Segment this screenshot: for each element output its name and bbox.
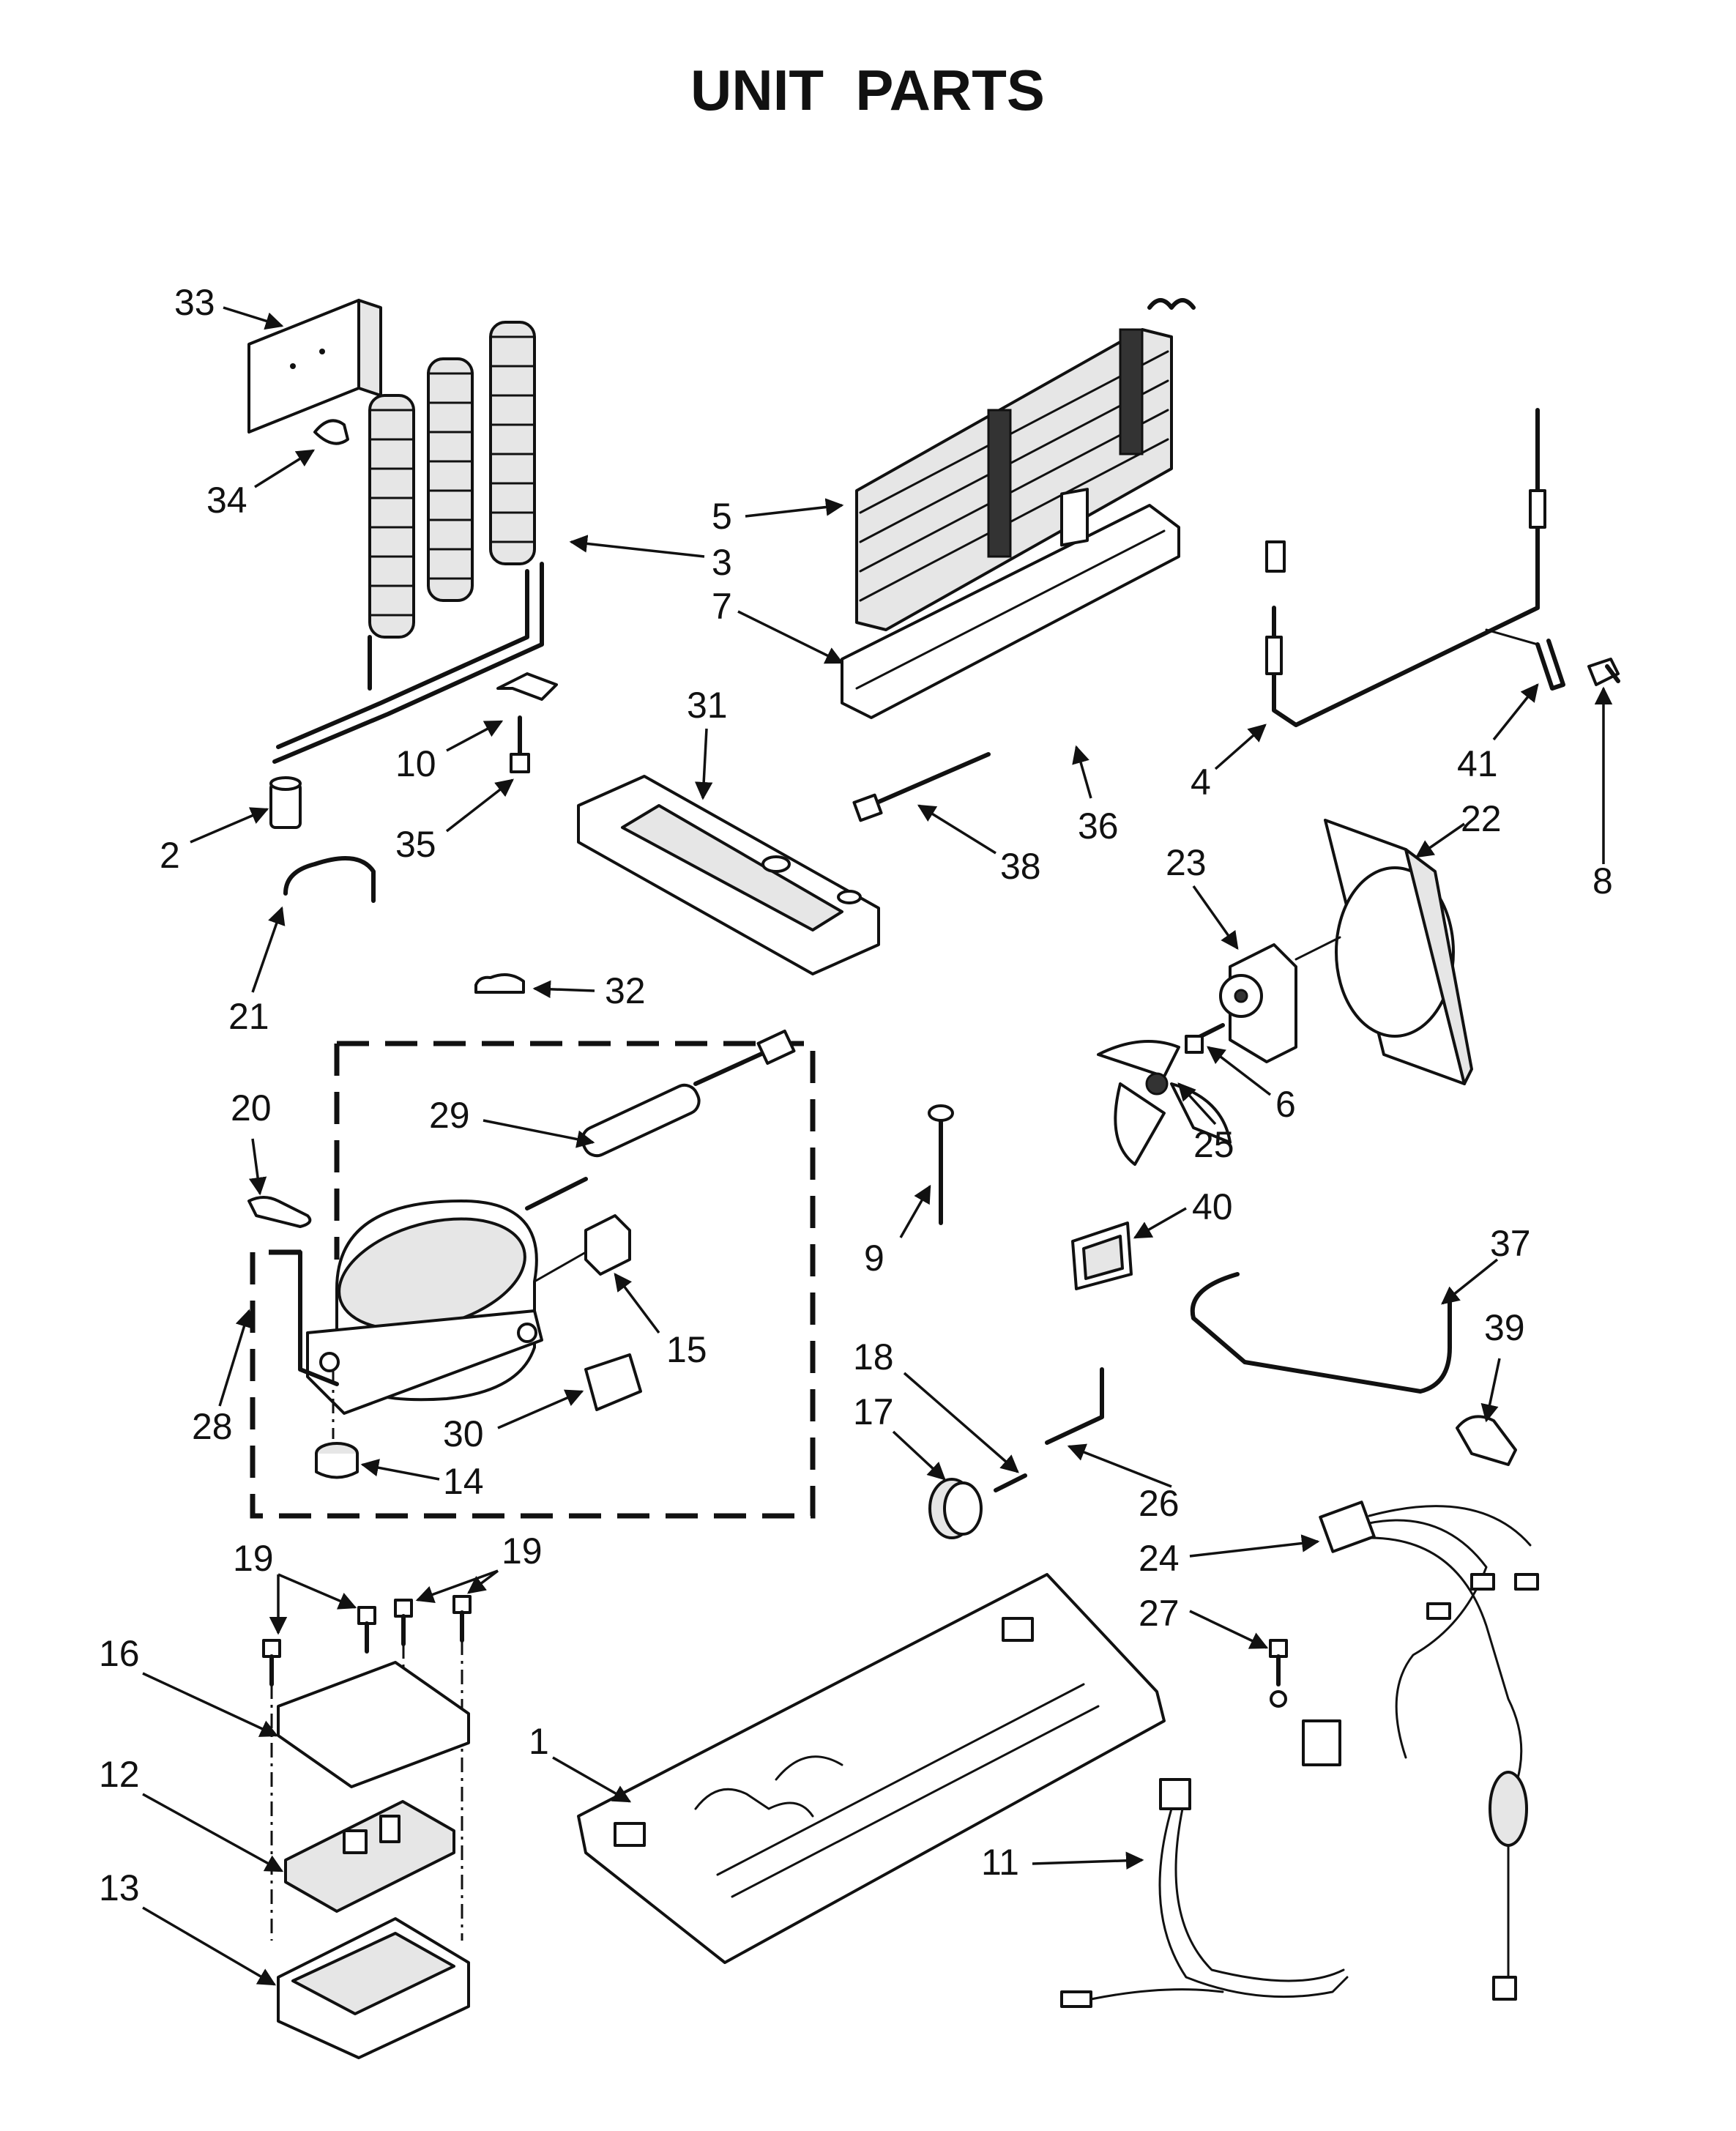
part-39-clamp <box>1456 1415 1517 1466</box>
part-9-tube <box>928 1104 954 1225</box>
part-10-bracket <box>496 672 558 701</box>
callout-12: 12 <box>99 1754 140 1795</box>
callout-17: 17 <box>853 1391 894 1432</box>
callout-18: 18 <box>853 1336 894 1377</box>
callout-11: 11 <box>981 1842 1019 1883</box>
part-38-cable-tie <box>852 752 991 822</box>
part-3-condenser-coil <box>272 321 544 764</box>
callout-31: 31 <box>687 685 728 726</box>
callout-28: 28 <box>192 1406 233 1447</box>
part-40-gasket <box>1071 1221 1133 1290</box>
callout-13: 13 <box>99 1867 140 1908</box>
callout-32: 32 <box>605 970 646 1011</box>
part-13-box-base <box>277 1917 470 2059</box>
callout-20: 20 <box>231 1087 272 1128</box>
callout-labels: 33 34 3 5 7 10 35 2 21 31 38 36 32 4 41 … <box>99 282 1613 1908</box>
part-5-evaporator <box>855 298 1196 631</box>
part-8-screw <box>1587 658 1620 686</box>
leader-arrows <box>142 306 1613 1986</box>
part-28-compressor <box>298 1200 543 1415</box>
part-26-tube <box>1045 1367 1104 1445</box>
callout-25: 25 <box>1193 1124 1234 1165</box>
callout-22: 22 <box>1461 798 1502 839</box>
callout-29: 29 <box>429 1095 470 1136</box>
part-36-label <box>1060 488 1089 547</box>
part-16-cover <box>277 1661 470 1788</box>
callout-35: 35 <box>395 824 436 865</box>
callout-34: 34 <box>206 480 247 521</box>
callout-10: 10 <box>395 743 436 784</box>
part-29-filter-drier <box>525 1029 796 1210</box>
callout-39: 39 <box>1484 1307 1525 1348</box>
part-34-clip <box>313 419 349 445</box>
callout-3: 3 <box>712 542 732 583</box>
callout-21: 21 <box>228 996 269 1037</box>
callout-23: 23 <box>1166 842 1207 883</box>
callout-33: 33 <box>174 282 215 323</box>
callout-15: 15 <box>666 1329 707 1370</box>
callout-6: 6 <box>1275 1084 1296 1125</box>
part-22-fan-shroud <box>1324 819 1473 1085</box>
callout-30: 30 <box>443 1413 484 1454</box>
callout-8: 8 <box>1592 860 1613 901</box>
part-1-base-plate <box>577 1573 1166 1964</box>
callout-7: 7 <box>712 586 732 627</box>
callout-14: 14 <box>443 1461 484 1502</box>
callout-24: 24 <box>1139 1538 1180 1579</box>
part-11-wire-harness <box>1060 1778 1349 2008</box>
part-12-control-board <box>284 1800 455 1913</box>
part-4-tubing <box>1265 408 1546 727</box>
part-15-relay <box>533 1214 631 1283</box>
part-30-overload <box>584 1353 642 1411</box>
part-2-capacitor <box>269 776 302 829</box>
part-17-wheel <box>928 1478 983 1539</box>
callout-19-left: 19 <box>233 1538 274 1579</box>
callout-5: 5 <box>712 496 732 537</box>
callout-2: 2 <box>160 835 180 876</box>
part-33-bracket-plate <box>247 299 382 434</box>
page-title: UNIT PARTS <box>690 58 1045 122</box>
part-7-drain-trough <box>841 504 1180 719</box>
part-32-grommet <box>474 973 525 994</box>
part-37-tube <box>1190 1272 1452 1394</box>
part-41-clip <box>1535 639 1565 691</box>
callout-38: 38 <box>1000 846 1041 887</box>
part-23-fan-motor <box>1219 936 1341 1063</box>
callout-40: 40 <box>1192 1186 1233 1227</box>
part-6-screw <box>1185 1023 1225 1054</box>
part-24-wire-harness <box>1302 1500 1539 2001</box>
part-35-screw <box>510 715 530 773</box>
callout-27: 27 <box>1139 1593 1180 1634</box>
callout-16: 16 <box>99 1633 140 1674</box>
callout-41: 41 <box>1457 743 1498 784</box>
part-27-screw <box>1269 1639 1288 1708</box>
callout-1: 1 <box>529 1721 549 1762</box>
part-21-wire-clip <box>283 856 376 903</box>
callout-9: 9 <box>864 1238 884 1279</box>
part-20-strap <box>247 1196 312 1228</box>
callout-37: 37 <box>1490 1223 1531 1264</box>
callout-4: 4 <box>1191 762 1211 803</box>
part-18-pin <box>994 1473 1027 1492</box>
callout-26: 26 <box>1139 1483 1180 1524</box>
callout-36: 36 <box>1078 806 1119 847</box>
part-14-grommet <box>315 1369 359 1479</box>
callout-19-right: 19 <box>502 1531 543 1572</box>
part-31-drain-pan <box>577 775 880 975</box>
sealed-system-box <box>250 1041 816 1519</box>
